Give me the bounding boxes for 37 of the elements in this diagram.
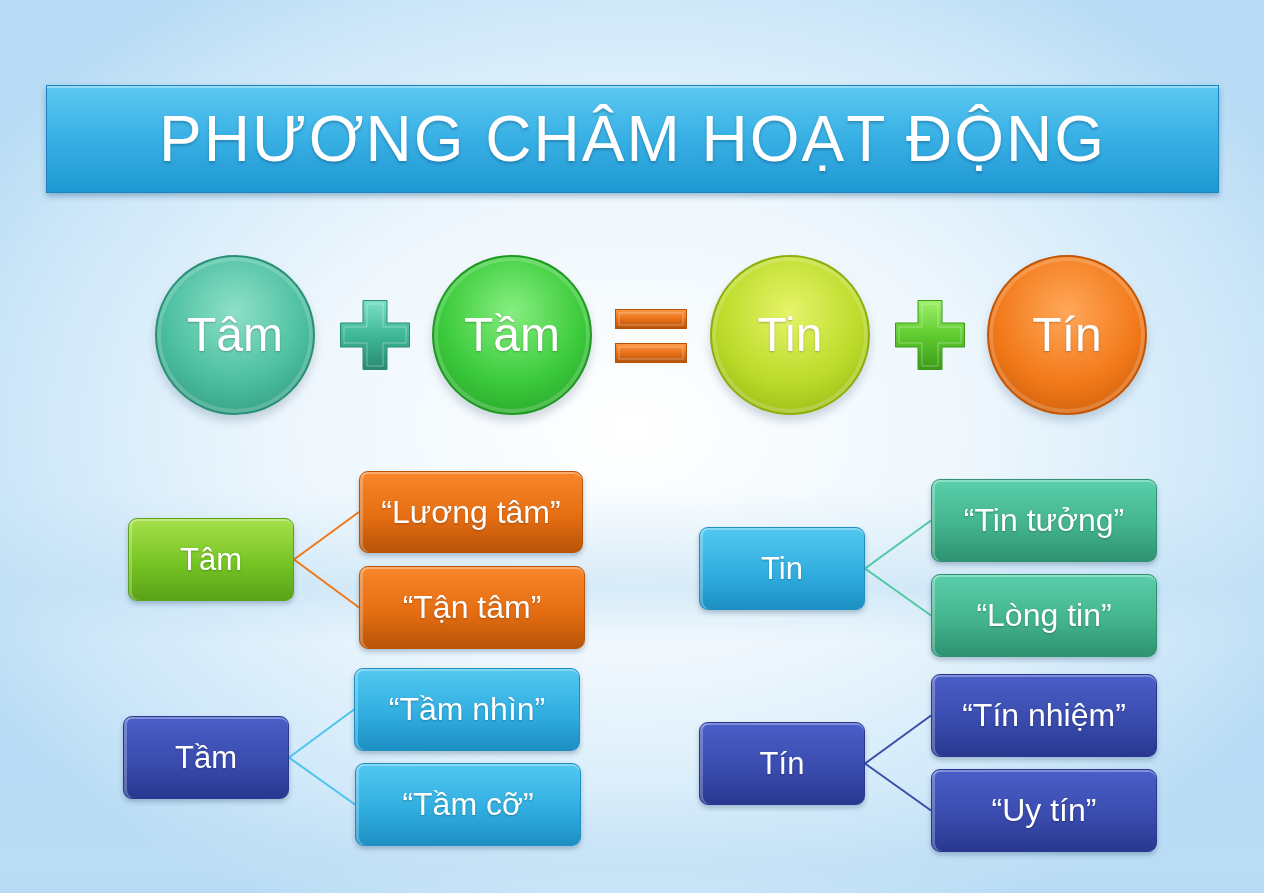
node-label: Tâm: [180, 541, 242, 578]
connector-line: [288, 708, 355, 759]
node-label: Tín: [1032, 307, 1102, 363]
keyword-box: [931, 769, 1157, 852]
node-label: “Tận tâm”: [402, 589, 542, 626]
category-box: [699, 527, 865, 610]
node-label: Tin: [761, 550, 803, 587]
node-label: Tin: [757, 307, 823, 363]
keyword-box: [931, 574, 1157, 657]
keyword-box: [354, 668, 580, 751]
keyword-box: [931, 674, 1157, 757]
connector-line: [864, 567, 932, 617]
node-label: Tín: [759, 745, 805, 782]
connector-line: [288, 756, 356, 806]
node-label: “Tín nhiệm”: [962, 697, 1126, 734]
category-box: [128, 518, 294, 601]
node-label: Tầm: [464, 307, 560, 363]
node-label: “Tầm cỡ”: [402, 786, 534, 823]
node-label: “Lương tâm”: [381, 493, 561, 531]
keyword-box: [355, 763, 581, 846]
keyword-box: [359, 566, 585, 649]
connector-line: [293, 511, 360, 561]
node-label: “Uy tín”: [991, 792, 1097, 829]
keyword-box: [359, 471, 583, 553]
title: PHƯƠNG CHÂM HOẠT ĐỘNG: [159, 103, 1106, 175]
node-label: “Lòng tin”: [976, 597, 1112, 634]
keyword-box: [931, 479, 1157, 562]
node-label: “Tin tưởng”: [963, 502, 1125, 539]
category-box: [123, 716, 289, 799]
category-box: [699, 722, 865, 805]
connector-line: [864, 519, 932, 570]
node-label: “Tầm nhìn”: [388, 691, 546, 728]
connector-line: [864, 762, 932, 812]
connector-line: [864, 714, 932, 765]
node-label: Tầm: [175, 739, 237, 776]
connector-line: [293, 558, 360, 609]
node-label: Tâm: [187, 307, 283, 363]
